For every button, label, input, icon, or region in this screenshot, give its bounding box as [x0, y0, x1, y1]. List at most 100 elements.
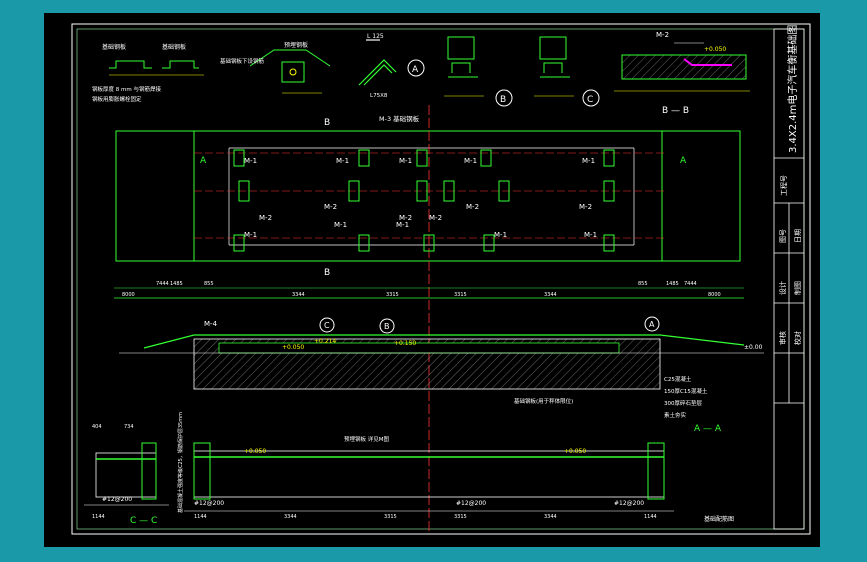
dim-label: 7444 — [156, 281, 169, 287]
plan-marker: M-2 — [579, 203, 592, 211]
outer-frame — [71, 23, 811, 535]
aa-circle-label: A — [649, 320, 655, 329]
plan-marker: M-1 — [334, 221, 347, 229]
aa-level: +0.214 — [314, 338, 336, 345]
bottom-rebar: #12@200 — [194, 500, 224, 507]
embed-detail-1 — [109, 60, 204, 76]
cc-dim: 734 — [124, 424, 134, 430]
plan-marker: M-2 — [259, 214, 272, 222]
aa-circle-label: B — [384, 322, 390, 331]
dim-label: 7444 — [684, 281, 697, 287]
section-a-label: A — [412, 65, 419, 75]
plan-marker: M-2 — [429, 214, 442, 222]
plan-pads — [233, 149, 615, 252]
bottom-dim: 3344 — [544, 514, 557, 520]
drawing-title: 3.4X2.4m电子汽车衡基础图 — [786, 25, 799, 153]
dim-label: 1485 — [666, 281, 679, 287]
field-drawing-no: 图号 — [779, 229, 787, 243]
dim-label: 3344 — [292, 292, 305, 298]
plan-marker: M-1 — [399, 157, 412, 165]
plan-marker: M-1 — [396, 221, 409, 229]
field-drafting: 制图 — [793, 281, 802, 295]
cc-section — [84, 442, 169, 506]
dim-label: 8000 — [708, 292, 721, 298]
plan-cut-b-top: B — [324, 118, 330, 128]
cc-dim: 1144 — [92, 514, 105, 520]
bottom-rebar: #12@200 — [614, 500, 644, 507]
cc-rebar: #12@200 — [102, 496, 132, 503]
section-a-circle — [407, 59, 425, 77]
plan-dimensions: 8000 7444 1485 855 3344 3315 3315 3344 8… — [122, 281, 721, 298]
drawing-sheet: 3.4X2.4m电子汽车衡基础图 工程号 图号 日期 设计 制图 审核 校对 基… — [44, 13, 820, 547]
channel-detail-c — [534, 36, 574, 97]
inner-frame — [76, 28, 805, 530]
field-design: 设计 — [778, 281, 787, 295]
plan-cut-a-left: A — [200, 156, 207, 166]
section-b-circle — [495, 89, 513, 107]
bottom-callout: 预埋钢板 详见M图 — [344, 435, 389, 443]
bottom-section — [184, 442, 674, 512]
aa-note: C25混凝土 — [664, 375, 692, 383]
embed-note-2: 钢板用膨胀螺栓固定 — [92, 95, 142, 103]
title-block — [773, 28, 805, 530]
steel-plate-detail — [249, 49, 331, 94]
plan-marker: M-1 — [336, 157, 349, 165]
cad-drawing: 3.4X2.4m电子汽车衡基础图 工程号 图号 日期 设计 制图 审核 校对 基… — [71, 23, 811, 535]
section-c-circle — [582, 89, 600, 107]
plan-cut-b-bottom: B — [324, 268, 330, 278]
bottom-dim: 1144 — [644, 514, 657, 520]
stage-label: 工程号 — [779, 175, 788, 196]
field-review: 审核 — [778, 331, 787, 345]
dim-label: 855 — [204, 281, 214, 287]
plan-marker: M-2 — [324, 203, 337, 211]
aa-circle — [644, 316, 660, 332]
aa-circle — [319, 317, 335, 333]
plan-marker: M-1 — [582, 157, 595, 165]
plan-top-label: M-3 基础钢板 — [379, 114, 420, 123]
embed-label-1: 基础钢板 — [102, 43, 126, 51]
aa-level: +0.050 — [282, 344, 304, 351]
plan-marker: M-1 — [464, 157, 477, 165]
bottom-rebar: #12@200 — [456, 500, 486, 507]
plan-marker: M-1 — [494, 231, 507, 239]
embed-note-1: 钢板厚度 8 mm 与钢筋焊接 — [92, 85, 161, 93]
aa-level: ±0.00 — [744, 344, 763, 351]
aa-note: 素土夯实 — [664, 411, 687, 419]
plan-marker: M-1 — [244, 157, 257, 165]
dim-label: 3344 — [544, 292, 557, 298]
dim-label: 3315 — [386, 292, 399, 298]
steel-note: 基础钢板下设钢筋 — [220, 57, 265, 65]
angle-label: L 125 — [367, 33, 384, 40]
aa-section — [119, 334, 764, 390]
bottom-level: +0.050 — [564, 448, 586, 455]
bb-level: +0.050 — [704, 46, 726, 53]
dim-label: 1485 — [170, 281, 183, 287]
bottom-side-note: 基础混凝土强度等级C25，钢筋保护层35mm — [177, 412, 184, 513]
bb-section — [614, 42, 750, 92]
plan-marker: M-1 — [244, 231, 257, 239]
plan-marker: M-2 — [466, 203, 479, 211]
bottom-dim: 3315 — [454, 514, 467, 520]
cc-dim: 404 — [92, 424, 102, 430]
dim-label: 8000 — [122, 292, 135, 298]
bottom-dim: 1144 — [194, 514, 207, 520]
aa-circle-label: C — [324, 321, 330, 330]
channel-detail-b — [444, 36, 484, 97]
bottom-dim: 3344 — [284, 514, 297, 520]
plan-view — [114, 105, 744, 533]
angle-detail — [358, 39, 397, 86]
embed-label-2: 基础钢板 — [162, 43, 186, 51]
dim-label: 855 — [638, 281, 648, 287]
field-date: 日期 — [794, 229, 802, 243]
aa-note: 300厚碎石垫层 — [664, 399, 702, 407]
aa-note: 150厚C15混凝土 — [664, 387, 708, 395]
aa-marker: M-4 — [204, 320, 218, 328]
dim-label: 3315 — [454, 292, 467, 298]
section-b-label: B — [500, 95, 506, 105]
cc-title: C — C — [130, 516, 157, 526]
bottom-label: 基础配筋图 — [704, 515, 734, 523]
bb-marker: M-2 — [656, 31, 669, 39]
plan-cut-a-right: A — [680, 156, 687, 166]
aa-bottom-note: 基础钢板(用于秤体限位) — [514, 397, 573, 405]
bb-title: B — B — [662, 106, 689, 116]
